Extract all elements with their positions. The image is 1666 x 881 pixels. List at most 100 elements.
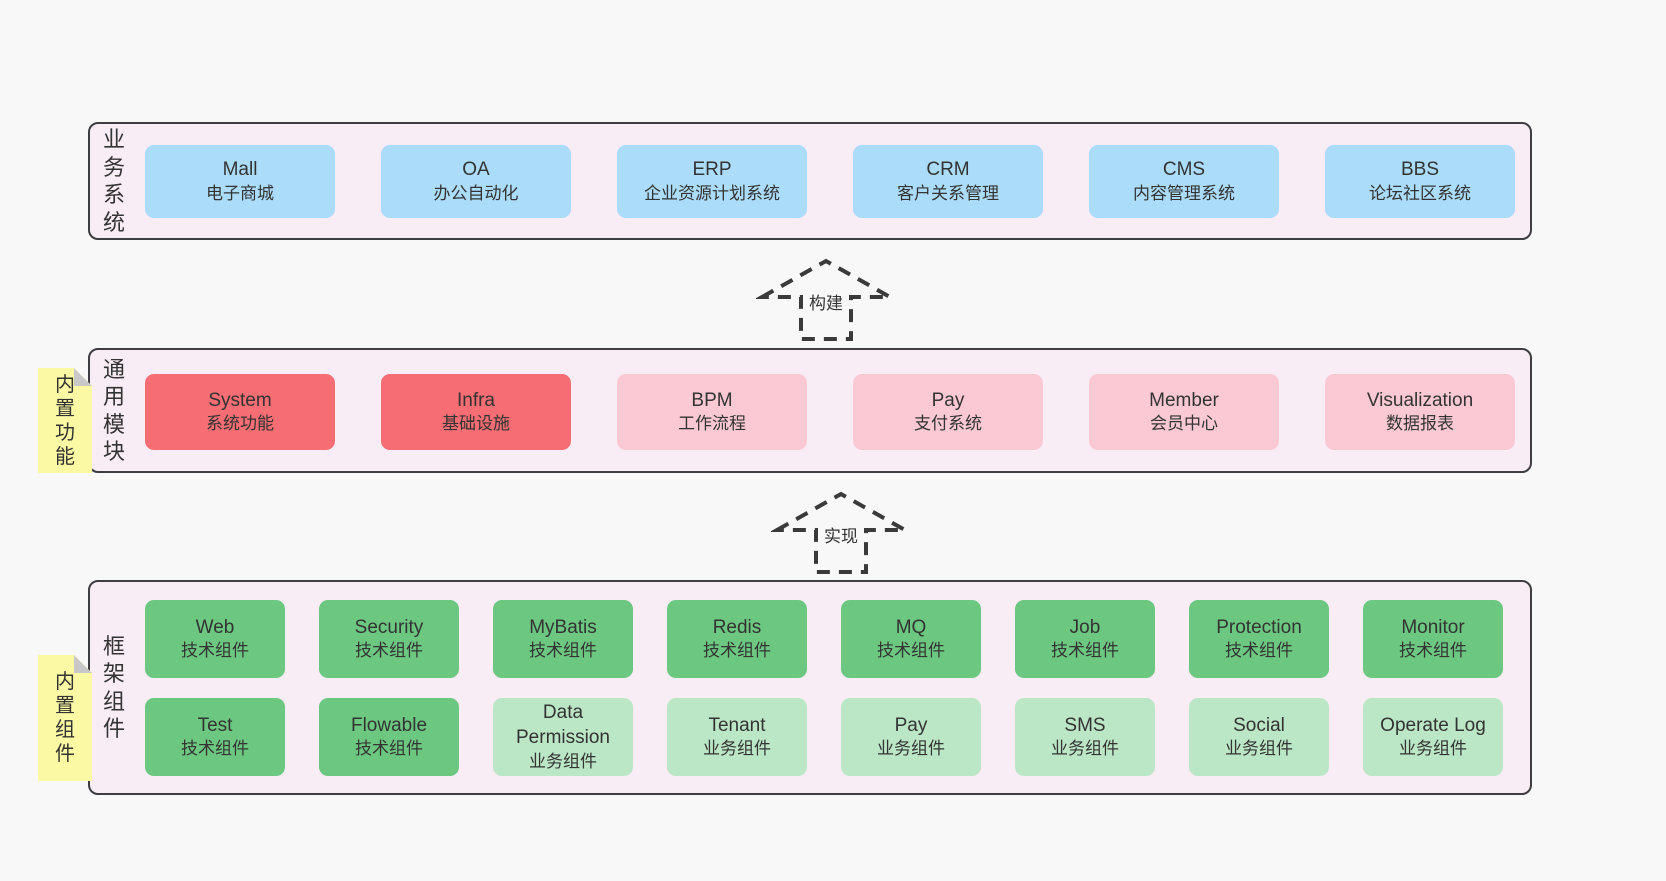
box-title: ERP	[692, 159, 732, 181]
box-mall: Mall 电子商城	[145, 145, 335, 218]
box-web: Web 技术组件	[145, 600, 285, 678]
box-infra: Infra 基础设施	[381, 374, 571, 450]
box-subtitle: 客户关系管理	[897, 183, 999, 203]
box-title: Infra	[456, 389, 496, 411]
box-cms: CMS 内容管理系统	[1089, 145, 1279, 218]
box-sms: SMS 业务组件	[1015, 698, 1155, 776]
box-title: Operate Log	[1380, 714, 1486, 736]
build-arrow: 构建	[756, 255, 896, 343]
box-subtitle: 基础设施	[442, 414, 510, 434]
box-bbs: BBS 论坛社区系统	[1325, 145, 1515, 218]
box-protection: Protection 技术组件	[1189, 600, 1329, 678]
box-subtitle: 业务组件	[529, 751, 597, 771]
box-system: System 系统功能	[145, 374, 335, 450]
box-title: SMS	[1064, 714, 1106, 736]
box-security: Security 技术组件	[319, 600, 459, 678]
box-visualization: Visualization 数据报表	[1325, 374, 1515, 450]
box-subtitle: 技术组件	[181, 739, 249, 759]
box-title: Member	[1149, 389, 1219, 411]
box-subtitle: 技术组件	[1051, 641, 1119, 661]
arrow-up-dashed-icon	[771, 491, 911, 574]
box-subtitle: 支付系统	[914, 414, 982, 434]
box-pay-system: Pay 支付系统	[853, 374, 1043, 450]
box-subtitle: 数据报表	[1386, 414, 1454, 434]
box-title: Mall	[222, 159, 258, 181]
common-modules-boxes: System 系统功能 Infra 基础设施 BPM 工作流程 Pay 支付系统…	[145, 374, 1515, 450]
framework-components-row2: Test 技术组件 Flowable 技术组件 Data Permission …	[145, 698, 1503, 776]
box-subtitle: 办公自动化	[433, 183, 519, 203]
box-oa: OA 办公自动化	[381, 145, 571, 218]
box-tenant: Tenant 业务组件	[667, 698, 807, 776]
box-title: Visualization	[1366, 389, 1474, 411]
box-title: Pay	[894, 714, 928, 736]
box-title: Data Permission	[516, 702, 610, 748]
box-subtitle: 业务组件	[877, 739, 945, 759]
box-title: Test	[197, 714, 233, 736]
band-framework-components: 框架组件 Web 技术组件 Security 技术组件 MyBatis 技术组件…	[88, 580, 1532, 795]
arrow-up-dashed-icon	[756, 258, 896, 341]
box-subtitle: 技术组件	[355, 641, 423, 661]
box-subtitle: 技术组件	[703, 641, 771, 661]
sticky-note-built-in-components: 内置组件	[38, 655, 92, 781]
box-social: Social 业务组件	[1189, 698, 1329, 776]
box-title: OA	[462, 159, 490, 181]
box-title: Redis	[712, 616, 762, 638]
box-member: Member 会员中心	[1089, 374, 1279, 450]
box-title: CMS	[1162, 159, 1206, 181]
box-pay-component: Pay 业务组件	[841, 698, 981, 776]
box-title: MQ	[895, 616, 927, 638]
band-common-modules: 通用模块 System 系统功能 Infra 基础设施 BPM 工作流程 Pay…	[88, 348, 1532, 473]
box-operate-log: Operate Log 业务组件	[1363, 698, 1503, 776]
box-subtitle: 技术组件	[1225, 641, 1293, 661]
implement-arrow-label: 实现	[821, 522, 861, 547]
box-subtitle: 企业资源计划系统	[644, 183, 780, 203]
box-flowable: Flowable 技术组件	[319, 698, 459, 776]
box-subtitle: 内容管理系统	[1133, 183, 1235, 203]
box-redis: Redis 技术组件	[667, 600, 807, 678]
box-crm: CRM 客户关系管理	[853, 145, 1043, 218]
box-subtitle: 工作流程	[678, 414, 746, 434]
box-job: Job 技术组件	[1015, 600, 1155, 678]
business-systems-boxes: Mall 电子商城 OA 办公自动化 ERP 企业资源计划系统 CRM 客户关系…	[145, 145, 1515, 218]
framework-components-row1: Web 技术组件 Security 技术组件 MyBatis 技术组件 Redi…	[145, 600, 1503, 678]
box-bpm: BPM 工作流程	[617, 374, 807, 450]
box-subtitle: 会员中心	[1150, 414, 1218, 434]
sticky-note-built-in-functions: 内置功能	[38, 368, 92, 473]
box-title: Social	[1233, 714, 1285, 736]
box-subtitle: 业务组件	[1399, 739, 1467, 759]
box-title: BPM	[691, 389, 733, 411]
box-title: Tenant	[708, 714, 766, 736]
box-erp: ERP 企业资源计划系统	[617, 145, 807, 218]
band-business-systems: 业务系统 Mall 电子商城 OA 办公自动化 ERP 企业资源计划系统 CRM…	[88, 122, 1532, 240]
box-subtitle: 技术组件	[877, 641, 945, 661]
box-mq: MQ 技术组件	[841, 600, 981, 678]
box-mybatis: MyBatis 技术组件	[493, 600, 633, 678]
band-label-business-systems: 业务系统	[102, 127, 125, 235]
box-title: Web	[195, 616, 235, 638]
box-subtitle: 技术组件	[181, 641, 249, 661]
box-subtitle: 技术组件	[355, 739, 423, 759]
box-title: CRM	[926, 159, 970, 181]
box-subtitle: 业务组件	[1051, 739, 1119, 759]
box-title: Protection	[1216, 616, 1302, 638]
box-subtitle: 技术组件	[529, 641, 597, 661]
box-title: System	[208, 389, 272, 411]
box-subtitle: 业务组件	[703, 739, 771, 759]
box-title: Monitor	[1401, 616, 1465, 638]
band-label-common-modules: 通用模块	[102, 356, 125, 465]
box-subtitle: 电子商城	[206, 183, 274, 203]
box-subtitle: 系统功能	[206, 414, 274, 434]
box-title: Pay	[931, 389, 965, 411]
sticky-note-label: 内置功能	[55, 373, 75, 468]
box-title: Security	[354, 616, 424, 638]
box-data-permission: Data Permission 业务组件	[493, 698, 633, 776]
box-test: Test 技术组件	[145, 698, 285, 776]
box-monitor: Monitor 技术组件	[1363, 600, 1503, 678]
build-arrow-label: 构建	[806, 289, 846, 314]
box-subtitle: 业务组件	[1225, 739, 1293, 759]
box-title: Flowable	[350, 714, 428, 736]
implement-arrow: 实现	[771, 488, 911, 576]
box-title: MyBatis	[529, 616, 597, 638]
sticky-note-label: 内置组件	[55, 671, 75, 765]
